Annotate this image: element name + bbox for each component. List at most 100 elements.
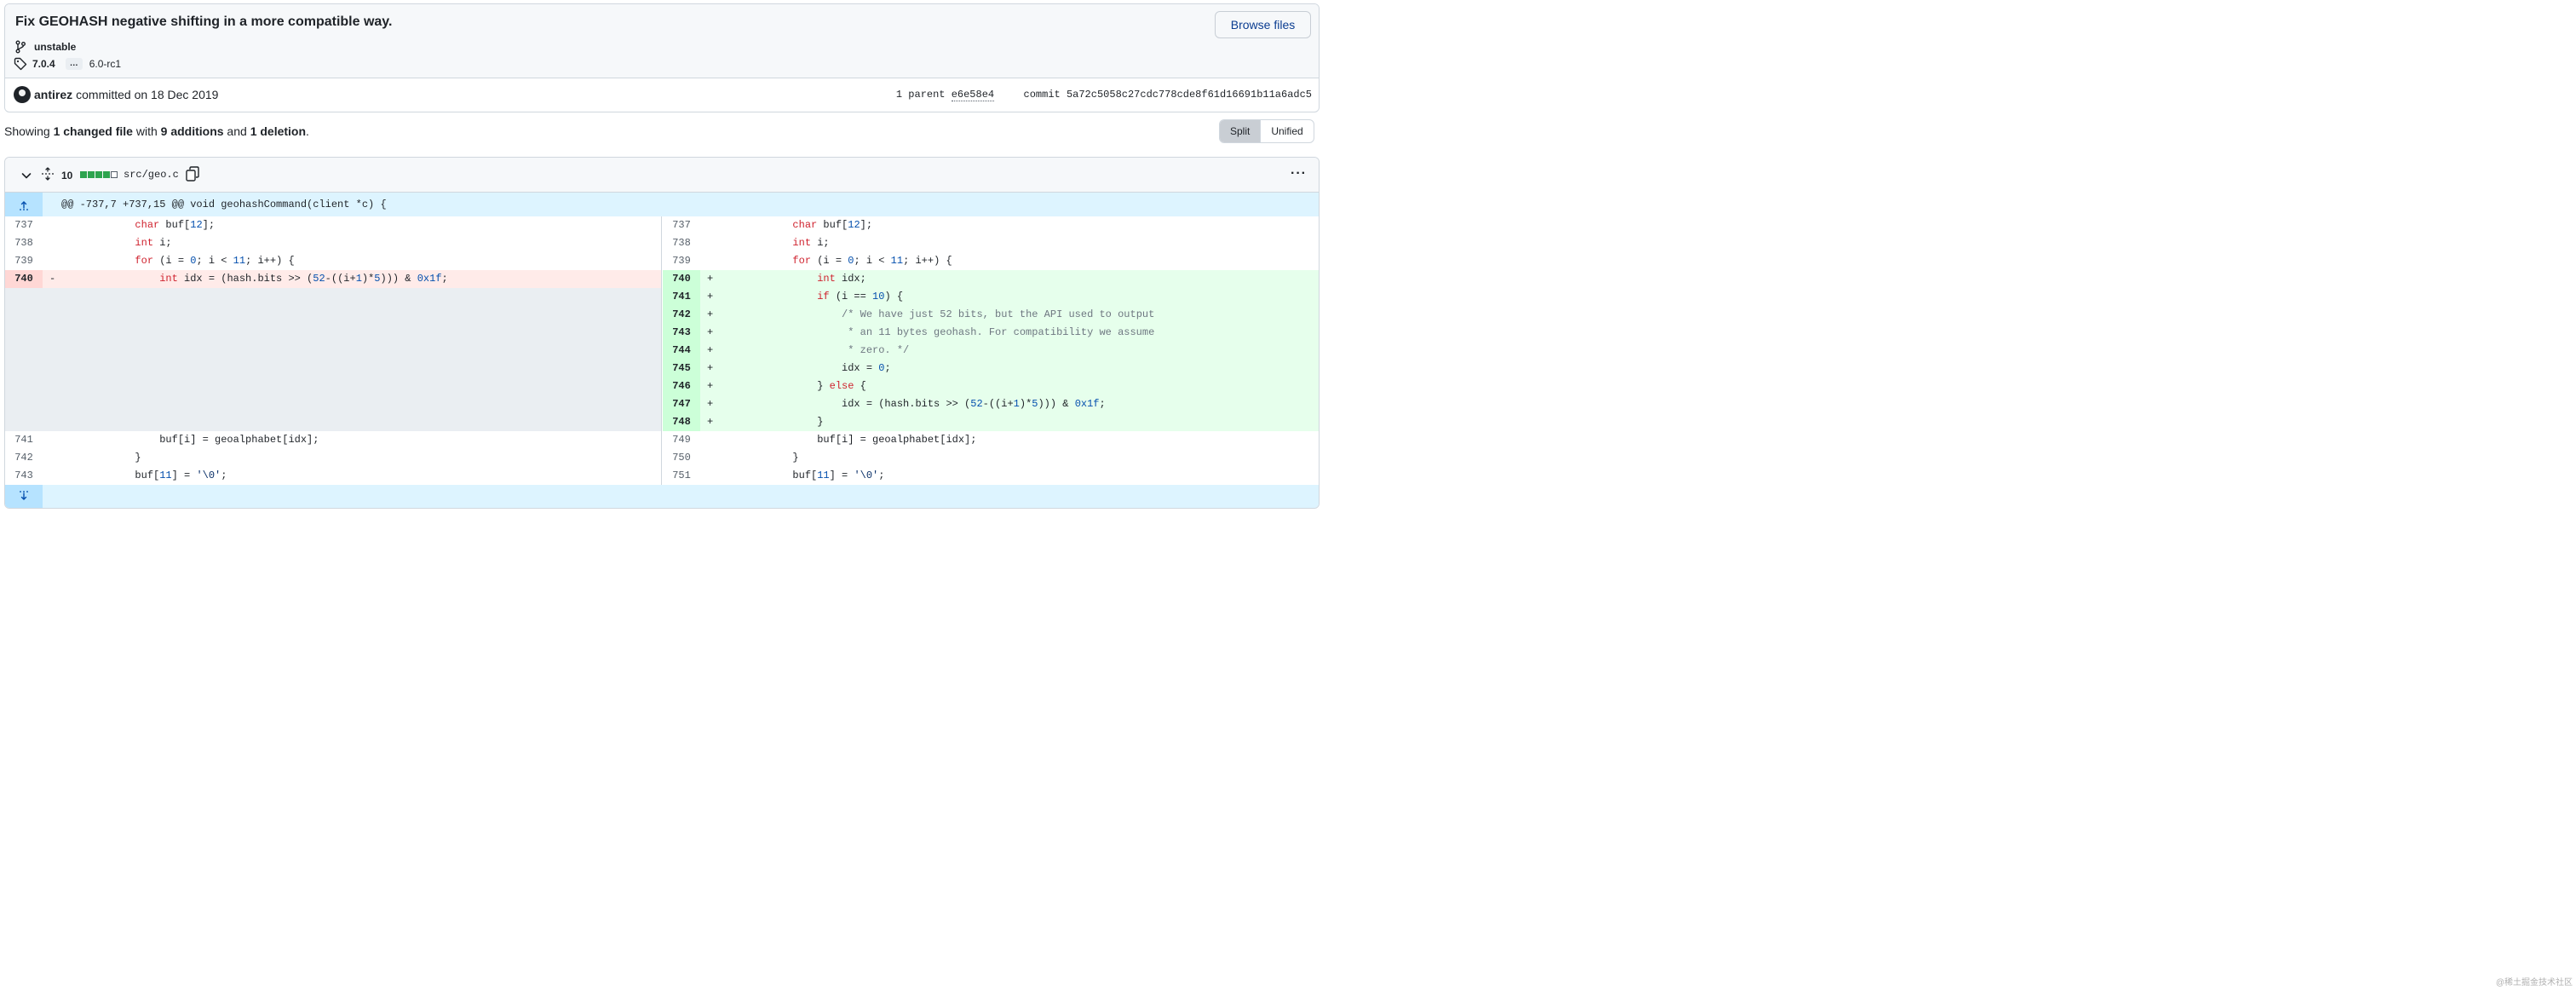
- diff-row: 746 + } else {: [5, 377, 1319, 395]
- tag-first[interactable]: 7.0.4: [32, 58, 55, 70]
- file-name-link[interactable]: src/geo.c: [124, 169, 179, 181]
- line-number[interactable]: 742: [663, 306, 700, 324]
- line-number[interactable]: 745: [663, 360, 700, 377]
- addition-marker: +: [707, 416, 714, 428]
- line-number[interactable]: 744: [663, 342, 700, 360]
- left-line: 742 }: [5, 449, 662, 467]
- line-number[interactable]: 743: [14, 470, 33, 481]
- tags-expand-button[interactable]: …: [65, 58, 83, 70]
- left-line-empty: [5, 342, 662, 360]
- right-line: 747 + idx = (hash.bits >> (52-((i+1)*5)))…: [663, 395, 1319, 413]
- code-line: } else {: [719, 380, 866, 392]
- author-name[interactable]: antirez: [34, 88, 73, 101]
- line-number[interactable]: 742: [14, 452, 33, 464]
- left-line-empty: [5, 377, 662, 395]
- addition-marker: +: [707, 291, 714, 302]
- diff-row: 737 char buf[12];737 char buf[12];: [5, 216, 1319, 234]
- right-line: 751 buf[11] = '\0';: [663, 467, 1319, 485]
- branch-name[interactable]: unstable: [34, 41, 77, 53]
- left-line: 740- int idx = (hash.bits >> (52-((i+1)*…: [5, 270, 662, 288]
- tag-last[interactable]: 6.0-rc1: [89, 58, 122, 70]
- commit-meta: antirez committed on 18 Dec 2019 1 paren…: [5, 78, 1319, 112]
- diff-row: 745+ idx = 0;: [5, 360, 1319, 377]
- code-line: * an 11 bytes geohash. For compatibility…: [719, 326, 1155, 338]
- code-line: char buf[12];: [135, 219, 216, 231]
- line-number[interactable]: 748: [663, 413, 700, 431]
- left-line: 737 char buf[12];: [5, 216, 662, 234]
- branch-icon: [15, 40, 26, 54]
- left-line-empty: [5, 324, 662, 342]
- code-line: idx = 0;: [719, 362, 891, 374]
- diff-row: 742+ /* We have just 52 bits, but the AP…: [5, 306, 1319, 324]
- diff-row: 743 buf[11] = '\0';751 buf[11] = '\0';: [5, 467, 1319, 485]
- line-number[interactable]: 747: [663, 395, 700, 413]
- expand-down-icon: [20, 491, 28, 500]
- parent-label: 1 parent: [895, 89, 946, 101]
- line-number[interactable]: 741: [663, 288, 700, 306]
- summary-deletions: 1 deletion: [250, 124, 307, 138]
- sha-block: 1 parent e6e58e4 commit 5a72c5058c27cdc7…: [896, 89, 1312, 101]
- changes-count: 10: [61, 170, 73, 181]
- kebab-menu-icon[interactable]: ···: [1291, 166, 1307, 181]
- line-number[interactable]: 737: [14, 219, 33, 231]
- left-line-empty: [5, 395, 662, 413]
- summary-text: and: [223, 124, 250, 138]
- right-line: 745+ idx = 0;: [663, 360, 1319, 377]
- tag-row: 7.0.4 … 6.0-rc1: [14, 57, 121, 71]
- line-number[interactable]: 746: [663, 377, 700, 395]
- diff-row: 738 int i; 738 int i;: [5, 234, 1319, 252]
- summary-text: .: [306, 124, 309, 138]
- line-number[interactable]: 751: [672, 470, 691, 481]
- diffstat-neutral-block: [111, 171, 118, 178]
- code-line: idx = (hash.bits >> (52-((i+1)*5))) & 0x…: [719, 398, 1106, 410]
- diffstat-added-block: [95, 171, 102, 178]
- diffstat-added-block: [103, 171, 110, 178]
- line-number[interactable]: 739: [672, 255, 691, 267]
- line-number[interactable]: 740: [5, 270, 43, 288]
- left-line: 743 buf[11] = '\0';: [5, 467, 662, 485]
- right-line: 746 + } else {: [663, 377, 1319, 395]
- diffstat-added-block: [80, 171, 87, 178]
- left-line-empty: [5, 413, 662, 431]
- avatar[interactable]: [14, 86, 31, 103]
- unified-button[interactable]: Unified: [1271, 125, 1303, 137]
- diff-row: 747 + idx = (hash.bits >> (52-((i+1)*5)))…: [5, 395, 1319, 413]
- line-number[interactable]: 743: [663, 324, 700, 342]
- line-number[interactable]: 740: [663, 270, 700, 288]
- right-line: 739 for (i = 0; i < 11; i++) {: [663, 252, 1319, 270]
- code-line: int i;: [135, 237, 172, 249]
- line-number[interactable]: 738: [672, 237, 691, 249]
- summary-text: with: [132, 124, 161, 138]
- parent-sha-link[interactable]: e6e58e4: [951, 89, 995, 101]
- right-line: 744+ * zero. */: [663, 342, 1319, 360]
- diffstat-added-block: [88, 171, 95, 178]
- addition-marker: +: [707, 380, 714, 392]
- diff-summary: Showing 1 changed file with 9 additions …: [4, 124, 309, 138]
- expand-up-button[interactable]: [5, 193, 43, 216]
- right-line: 737 char buf[12];: [663, 216, 1319, 234]
- line-number[interactable]: 737: [672, 219, 691, 231]
- expand-down-button[interactable]: [5, 485, 43, 508]
- right-line: 743+ * an 11 bytes geohash. For compatib…: [663, 324, 1319, 342]
- left-line-empty: [5, 306, 662, 324]
- chevron-down-icon[interactable]: [20, 169, 33, 182]
- file-header: 10 src/geo.c ···: [5, 158, 1319, 193]
- line-number[interactable]: 741: [14, 434, 33, 446]
- hunk-footer: [5, 485, 1319, 508]
- split-button[interactable]: Split: [1220, 120, 1262, 142]
- code-line: for (i = 0; i < 11; i++) {: [792, 255, 952, 267]
- diff-row: 748+ }: [5, 413, 1319, 431]
- copy-icon[interactable]: [186, 166, 199, 181]
- line-number[interactable]: 739: [14, 255, 33, 267]
- browse-files-button[interactable]: Browse files: [1215, 11, 1311, 38]
- addition-marker: +: [707, 398, 714, 410]
- diff-view-toggle: Split Unified: [1219, 119, 1314, 143]
- code-line: }: [61, 452, 141, 464]
- expand-all-icon[interactable]: [41, 167, 55, 181]
- summary-files: 1 changed file: [53, 124, 133, 138]
- line-number[interactable]: 749: [672, 434, 691, 446]
- code-line: int i;: [792, 237, 830, 249]
- diffstat-blocks: [80, 171, 118, 178]
- line-number[interactable]: 738: [14, 237, 33, 249]
- line-number[interactable]: 750: [672, 452, 691, 464]
